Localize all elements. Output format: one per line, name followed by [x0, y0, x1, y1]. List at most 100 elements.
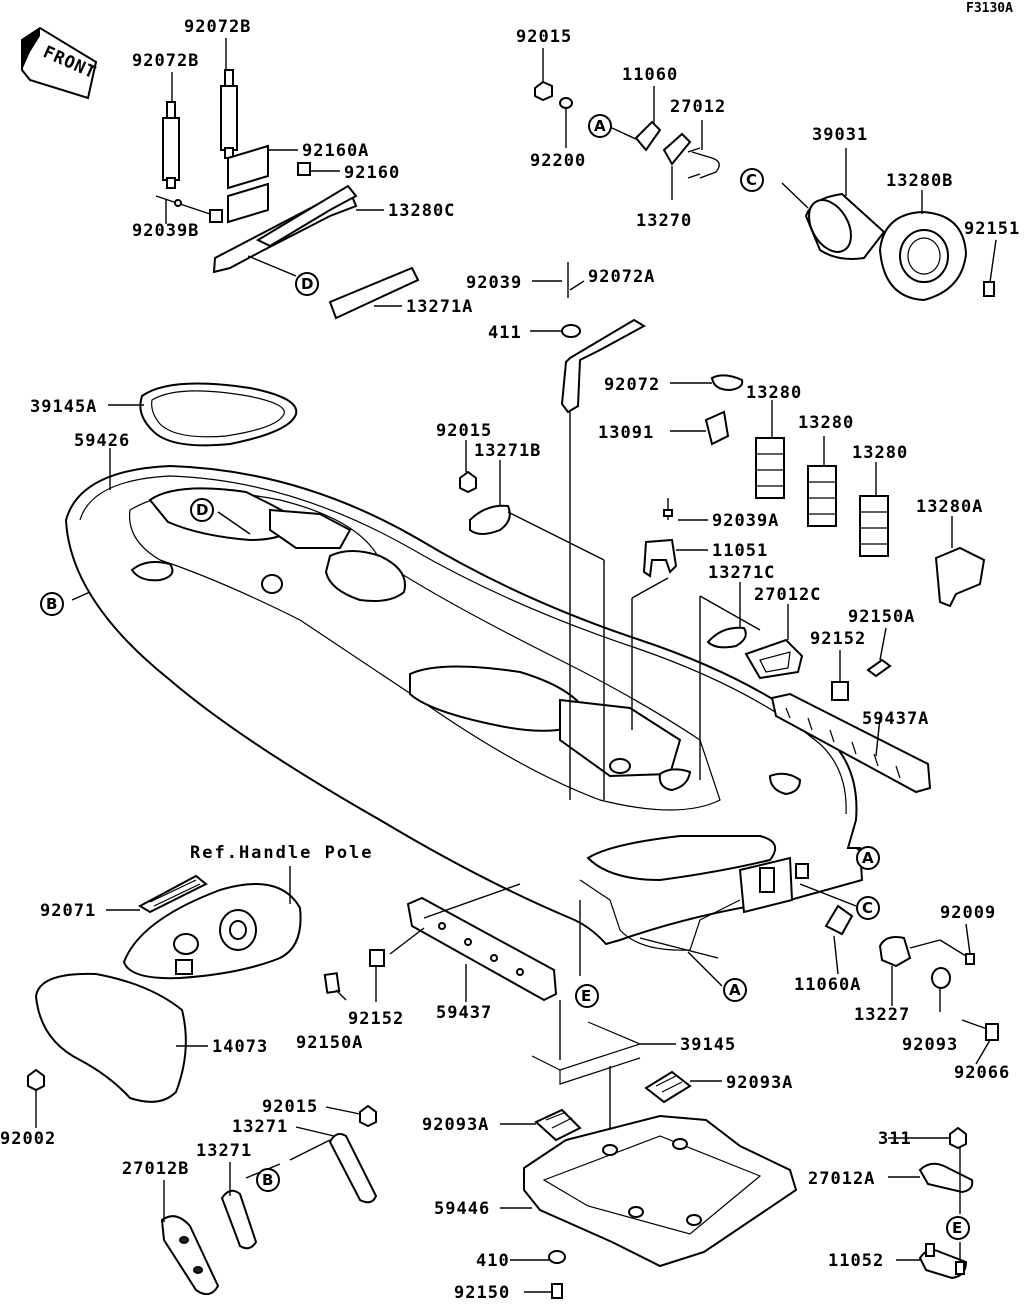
clamp-13280-2: [807, 465, 837, 527]
label-14073: 14073: [212, 1037, 268, 1057]
label-13271c: 13271C: [708, 563, 775, 583]
callout-a-bottom: A: [723, 978, 747, 1002]
bolt-92039a: [663, 498, 673, 520]
label-410: 410: [476, 1251, 510, 1271]
bolt-92002: [27, 1068, 45, 1092]
svg-text:A: A: [594, 117, 606, 135]
diagram-code: F3130A: [966, 1, 1013, 16]
label-92015-bottom: 92015: [262, 1097, 318, 1117]
label-92009: 92009: [940, 903, 996, 923]
washer-92093: [931, 967, 951, 989]
leader-lines: [35, 38, 997, 1293]
callout-b-hull: B: [40, 592, 64, 616]
grate-92093a-right: [644, 1070, 692, 1104]
label-92072a: 92072A: [588, 267, 655, 287]
grate-92093a-left: [534, 1108, 582, 1142]
label-39145a: 39145A: [30, 397, 97, 417]
label-27012b: 27012B: [122, 1159, 189, 1179]
label-92072b-top: 92072B: [184, 17, 251, 37]
bolt-92150a-right: [866, 658, 892, 678]
plate-11060: [634, 120, 662, 152]
label-27012: 27012: [670, 97, 726, 117]
label-13280-1: 13280: [746, 383, 802, 403]
label-92093: 92093: [902, 1035, 958, 1055]
label-92200: 92200: [530, 151, 586, 171]
label-92150a-right: 92150A: [848, 607, 915, 627]
label-92160a: 92160A: [302, 141, 369, 161]
nut-92015-mid: [459, 470, 477, 494]
label-13271-upper: 13271: [232, 1117, 288, 1137]
pin-92039b: [155, 195, 211, 215]
collar-92152-right: [831, 681, 849, 701]
label-59426: 59426: [74, 431, 130, 451]
plate-13270: [662, 132, 692, 166]
band-92072: [710, 374, 744, 392]
label-92072: 92072: [604, 375, 660, 395]
hull-59426: [64, 464, 864, 951]
front-arrow-icon: FRONT: [21, 26, 99, 100]
valve-13227: [878, 936, 912, 968]
washer-92200: [559, 97, 573, 109]
callout-c-top: C: [740, 168, 764, 192]
plate-13271-upper: [328, 1133, 378, 1204]
callout-e-bottom: E: [946, 1216, 970, 1240]
grip-92071: [137, 874, 208, 914]
label-39145: 39145: [680, 1035, 736, 1055]
clip-13091: [704, 410, 730, 446]
clamp-13280a: [934, 546, 986, 608]
rail-59437a: [770, 692, 932, 794]
nut-311: [949, 1126, 967, 1150]
label-27012c: 27012C: [754, 585, 821, 605]
ubolt-27012: [687, 147, 720, 179]
callout-d-hull: D: [190, 498, 214, 522]
strap-92072b-right: [220, 69, 238, 159]
clamp-13280-1: [755, 437, 785, 499]
label-92151: 92151: [964, 219, 1020, 239]
bolt-92150: [551, 1283, 563, 1299]
cover-13280b: [878, 210, 968, 302]
bolt-92066: [961, 1019, 999, 1041]
cover-14073: [34, 972, 187, 1103]
callout-c-hull: C: [856, 896, 880, 920]
label-11060a: 11060A: [794, 975, 861, 995]
label-13091: 13091: [598, 423, 654, 443]
plate-11060a: [824, 904, 854, 936]
label-92072b-left: 92072B: [132, 51, 199, 71]
duct-39031: [804, 192, 886, 260]
cover-13280c: [212, 184, 358, 274]
svg-text:B: B: [46, 595, 57, 613]
label-92150: 92150: [454, 1283, 510, 1303]
plate-13271b: [469, 504, 511, 535]
strap-92072b-left: [162, 101, 180, 189]
callout-b-bottom: B: [256, 1168, 280, 1192]
svg-text:B: B: [262, 1171, 273, 1189]
label-92152-left: 92152: [348, 1009, 404, 1029]
bolt-92151: [983, 281, 995, 297]
label-13280a: 13280A: [916, 497, 983, 517]
label-13271-lower: 13271: [196, 1141, 252, 1161]
label-13280-2: 13280: [798, 413, 854, 433]
label-92015-mid: 92015: [436, 421, 492, 441]
label-13280c: 13280C: [388, 201, 455, 221]
label-92039b: 92039B: [132, 221, 199, 241]
svg-text:D: D: [301, 275, 313, 293]
label-11051: 11051: [712, 541, 768, 561]
cover-27012b: [160, 1215, 220, 1296]
label-92066: 92066: [954, 1063, 1010, 1083]
label-13270: 13270: [636, 211, 692, 231]
label-92039: 92039: [466, 273, 522, 293]
seal-39145a: [139, 382, 298, 447]
rail-59437: [406, 896, 558, 1002]
label-411: 411: [488, 323, 522, 343]
label-27012a: 27012A: [808, 1169, 875, 1189]
clamp-13280-3: [859, 495, 889, 557]
label-11060: 11060: [622, 65, 678, 85]
label-13271a: 13271A: [406, 297, 473, 317]
label-92150a-left: 92150A: [296, 1033, 363, 1053]
label-92039a: 92039A: [712, 511, 779, 531]
label-92015-top: 92015: [516, 27, 572, 47]
svg-text:E: E: [581, 987, 591, 1005]
label-13227: 13227: [854, 1005, 910, 1025]
